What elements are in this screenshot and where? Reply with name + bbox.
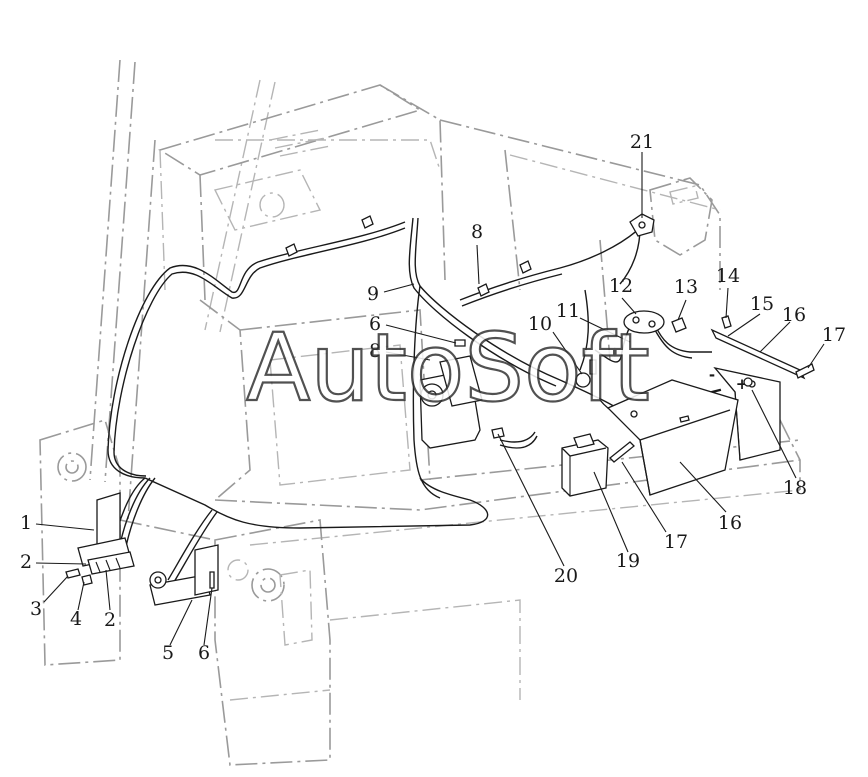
callout-labels: 1 2 2 3 4 5 6 6 8 8 9 10 11 12 13 14 15 … — [20, 131, 846, 664]
callout-16-bottom: 16 — [718, 512, 742, 534]
callout-20: 20 — [554, 565, 578, 587]
callout-18: 18 — [783, 477, 807, 499]
callout-2-left: 2 — [20, 551, 32, 573]
component-bolt-13 — [671, 317, 687, 333]
component-screw-6-upper — [454, 339, 466, 347]
callout-6-lower: 6 — [198, 642, 210, 664]
component-screw-6-lower — [209, 571, 215, 589]
callout-6-upper: 6 — [369, 313, 381, 335]
component-sensor-21 — [629, 213, 655, 237]
callout-14: 14 — [716, 265, 740, 287]
component-cable-17 — [609, 441, 635, 463]
component-reservoir-19 — [561, 433, 609, 497]
component-battery-strap-15 — [710, 328, 806, 380]
callout-10: 10 — [528, 313, 552, 335]
callout-4: 4 — [70, 608, 82, 630]
callout-9: 9 — [367, 283, 379, 305]
callout-11: 11 — [556, 300, 580, 322]
callout-13: 13 — [674, 276, 698, 298]
callout-21: 21 — [630, 131, 654, 153]
component-control-box — [419, 355, 483, 449]
callout-17-bottom: 17 — [664, 531, 688, 553]
component-switch-12 — [623, 310, 665, 334]
callout-5: 5 — [162, 642, 174, 664]
watermark-autosoft: AutoSoft — [246, 314, 650, 423]
component-relay-10 — [575, 359, 597, 388]
leader-lines — [35, 152, 825, 646]
machine-outline — [39, 59, 801, 766]
component-battery-left: - — [606, 366, 739, 496]
callout-16-top: 16 — [782, 304, 806, 326]
callout-12: 12 — [609, 275, 633, 297]
component-clamp-2 — [87, 551, 135, 575]
callout-2-right: 2 — [104, 609, 116, 631]
component-clip-20 — [491, 427, 505, 439]
callout-1: 1 — [20, 512, 32, 534]
callout-8-top: 8 — [471, 221, 483, 243]
callout-8-left: 8 — [369, 340, 381, 362]
callout-17-top: 17 — [822, 324, 846, 346]
component-clamp-17-top — [795, 363, 815, 379]
callout-19: 19 — [616, 550, 640, 572]
callout-3: 3 — [30, 598, 42, 620]
component-terminal-18 — [743, 377, 753, 387]
battery-minus-sign: - — [709, 366, 715, 384]
component-nut-4 — [81, 574, 93, 586]
callout-15: 15 — [750, 293, 774, 315]
